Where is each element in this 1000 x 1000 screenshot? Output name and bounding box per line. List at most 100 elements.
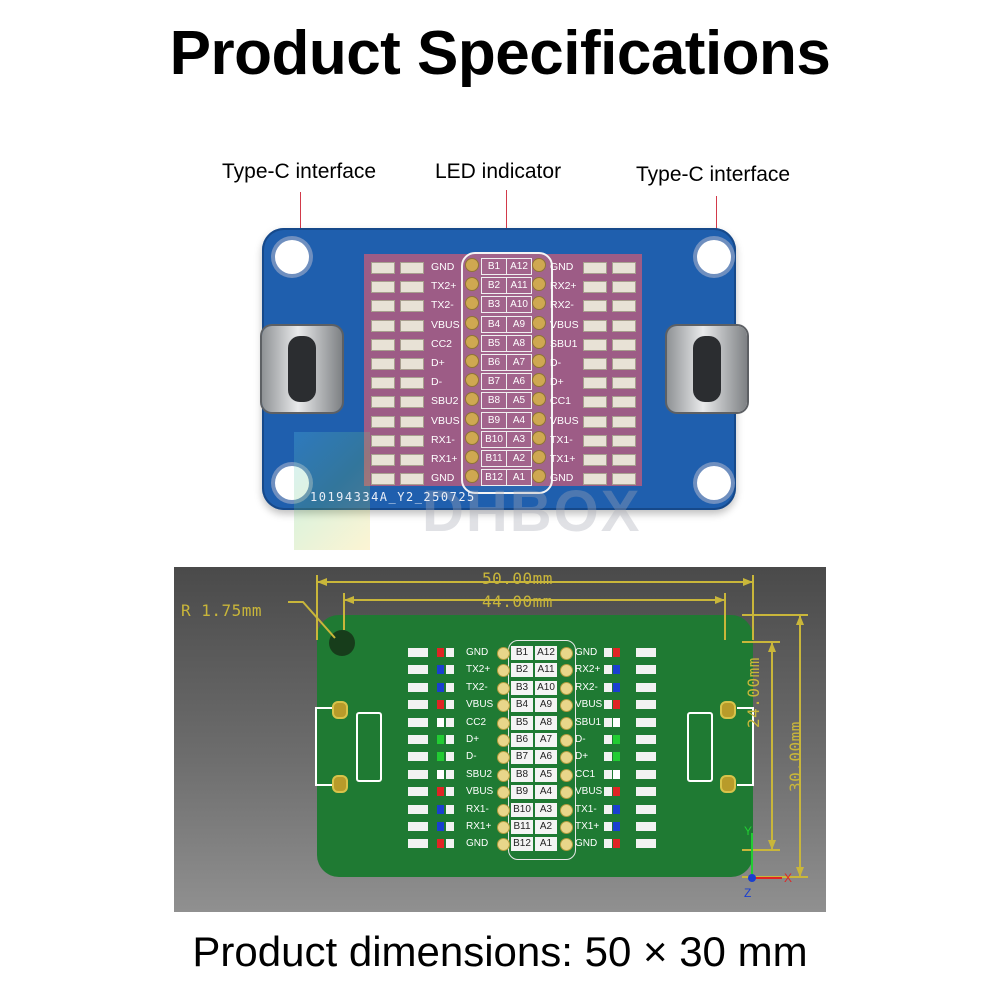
- pin-label-left: GND: [431, 472, 455, 485]
- pin-pad: [532, 334, 546, 349]
- pin-label-left: VBUS: [431, 318, 460, 331]
- cad-resistor: [408, 648, 428, 657]
- smd-led: [400, 338, 424, 351]
- cad-led-pad: [446, 648, 454, 657]
- smd-resistor: [612, 338, 636, 351]
- cad-pin-label-right: TX1+: [575, 821, 600, 832]
- cad-pin-pad: [497, 803, 510, 817]
- smd-resistor: [371, 358, 395, 370]
- cad-led-right: [613, 700, 620, 710]
- cad-led-left: [437, 787, 444, 797]
- cad-resistor: [636, 787, 656, 797]
- pin-pad: [532, 411, 546, 426]
- cad-led-pad: [446, 822, 454, 831]
- cad-resistor: [408, 839, 428, 849]
- cad-pin-a-label: A1: [535, 837, 557, 852]
- cad-pin-label-right: RX2+: [575, 664, 601, 676]
- cad-pin-pad: [497, 699, 510, 713]
- cad-led-pad: [446, 839, 454, 849]
- mount-hole-tr: [697, 240, 731, 274]
- cad-pin-a-label: A3: [535, 802, 557, 817]
- cad-pin-label-left: SBU2: [466, 768, 493, 780]
- page-title: Product Specifications: [169, 19, 831, 88]
- cad-pin-label-right: VBUS: [575, 699, 603, 711]
- cad-led-left: [437, 752, 444, 762]
- cad-pin-pad: [560, 838, 573, 852]
- pin-a-label: A1: [506, 469, 532, 487]
- pin-a-label: A2: [506, 450, 532, 467]
- pin-label-right: TX1-: [550, 433, 573, 446]
- smd-led: [583, 415, 607, 428]
- board-serial: 10194334A_Y2_250725: [310, 490, 476, 504]
- cad-pin-pad: [560, 699, 573, 713]
- cad-pin-pad: [497, 821, 510, 834]
- cad-pin-b-label: B11: [511, 820, 533, 834]
- dimension-height-inner: 24.00mm: [744, 657, 763, 728]
- pin-label-right: GND: [550, 472, 574, 485]
- smd-resistor: [612, 434, 636, 447]
- cad-pin-label-left: RX1+: [466, 821, 492, 832]
- pin-label-left: VBUS: [431, 414, 460, 427]
- cad-pin-b-label: B9: [511, 785, 533, 800]
- smd-resistor: [371, 377, 395, 390]
- cad-pin-b-label: B3: [511, 680, 533, 695]
- pin-pad: [465, 430, 479, 445]
- axis-x-label: X: [784, 871, 793, 885]
- cad-pin-label-left: TX2+: [466, 664, 491, 676]
- smd-led: [400, 300, 424, 313]
- smd-led: [583, 396, 607, 409]
- smd-led: [400, 319, 424, 332]
- cad-resistor: [636, 735, 656, 744]
- smd-resistor: [612, 377, 636, 390]
- pin-label-right: SBU1: [550, 337, 578, 350]
- pin-pad: [465, 354, 479, 368]
- pin-a-label: A10: [506, 296, 532, 314]
- smd-resistor: [371, 281, 395, 294]
- cad-pin-b-label: B12: [511, 837, 533, 852]
- cad-pin-label-right: RX2-: [575, 681, 598, 693]
- cad-led-left: [437, 717, 444, 727]
- smd-resistor: [612, 396, 636, 409]
- smd-led: [400, 262, 424, 274]
- pin-label-right: CC1: [550, 395, 572, 408]
- smd-resistor: [371, 434, 395, 447]
- cad-pin-a-label: A5: [535, 767, 557, 782]
- cad-pin-label-right: D-: [575, 734, 586, 745]
- cad-led-pad: [604, 839, 612, 849]
- cad-led-right: [613, 787, 620, 797]
- cad-pin-label-right: CC1: [575, 768, 596, 780]
- cad-pin-b-label: B7: [511, 750, 533, 765]
- pin-pad: [465, 258, 479, 272]
- pin-pad: [465, 373, 479, 388]
- smd-resistor: [612, 262, 636, 274]
- smd-led: [400, 415, 424, 428]
- cad-resistor: [636, 700, 656, 710]
- smd-led: [400, 396, 424, 409]
- pin-pad: [465, 296, 479, 311]
- cad-pin-a-label: A12: [535, 646, 557, 660]
- smd-led: [583, 377, 607, 390]
- pin-label-left: CC2: [431, 337, 453, 350]
- cad-led-left: [437, 665, 444, 675]
- cad-led-pad: [446, 682, 454, 692]
- mount-hole-bl: [275, 466, 309, 500]
- cad-pin-pad: [560, 664, 573, 678]
- cad-led-pad: [446, 787, 454, 797]
- cad-pin-pad: [560, 681, 573, 695]
- cad-led-left: [437, 648, 444, 657]
- usb-c-connector-right: [667, 326, 747, 412]
- cad-resistor: [636, 752, 656, 762]
- pin-label-left: D-: [431, 376, 443, 389]
- cad-led-pad: [604, 769, 612, 779]
- cad-led-pad: [604, 682, 612, 692]
- cad-pin-label-left: GND: [466, 838, 489, 850]
- pin-label-left: TX2-: [431, 299, 454, 312]
- pin-label-left: RX1-: [431, 433, 455, 446]
- smd-resistor: [612, 454, 636, 466]
- cad-resistor: [408, 804, 428, 814]
- cad-pin-header-column: [508, 640, 576, 860]
- smd-led: [583, 262, 607, 274]
- cad-pin-label-right: GND: [575, 647, 598, 658]
- mount-hole-br: [697, 466, 731, 500]
- cad-pin-a-label: A4: [535, 785, 557, 800]
